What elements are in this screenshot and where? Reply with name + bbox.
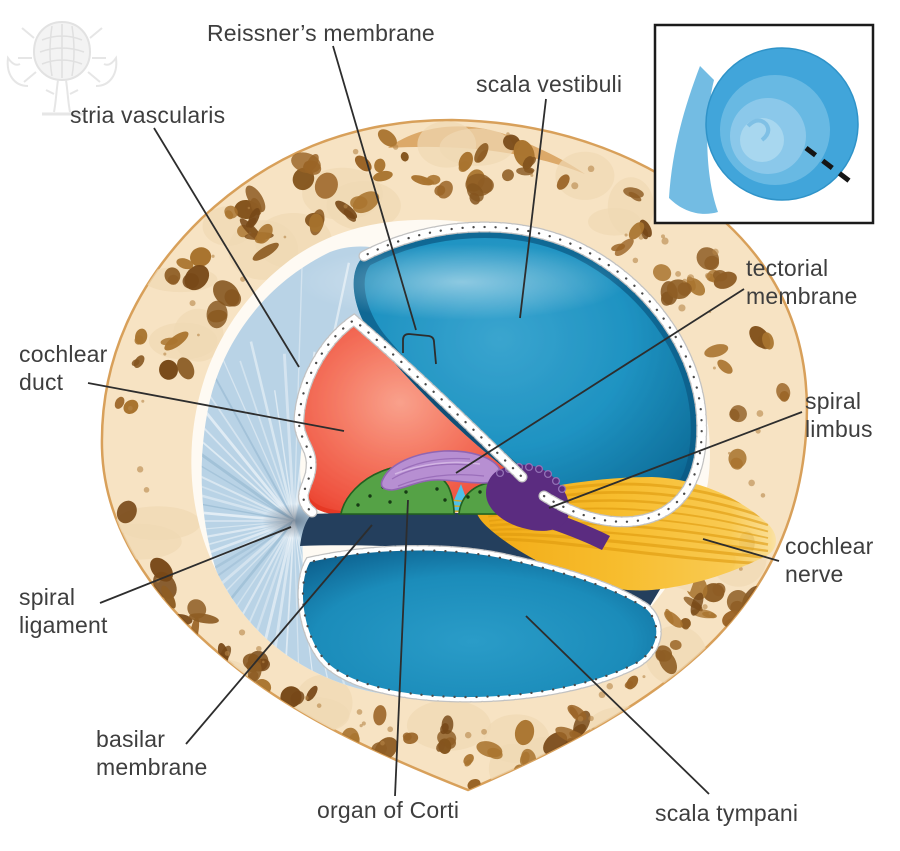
leader-basilar-membrane [185, 524, 373, 745]
label-tectorial-membrane: tectorial membrane [746, 255, 858, 309]
label-scala-vestibuli: scala vestibuli [476, 71, 623, 97]
label-basilar-membrane: basilar membrane [96, 726, 208, 780]
leader-spiral-ligament [99, 526, 292, 604]
leader-spiral-limbus [548, 411, 803, 509]
label-spiral-limbus: spiral limbus [805, 388, 873, 442]
leader-reissners-membrane [332, 45, 417, 331]
inset-spiral-swirl [746, 118, 771, 142]
vestibuli-highlight [297, 244, 627, 320]
leader-lines [87, 45, 803, 797]
label-organ-of-corti: organ of Corti [317, 797, 460, 823]
label-stria-vascularis: stria vascularis [70, 102, 226, 128]
leader-scala-vestibuli [519, 98, 547, 319]
reissners-membrane-bracket [402, 333, 437, 365]
leader-scala-tympani [525, 615, 710, 795]
label-scala-tympani: scala tympani [655, 800, 799, 826]
inset-cochlea-tail [669, 66, 718, 214]
leader-organ-of-corti [394, 499, 409, 797]
label-cochlear-nerve: cochlear nerve [785, 533, 874, 587]
label-spiral-ligament: spiral ligament [19, 584, 108, 638]
leader-tectorial-membrane [455, 288, 745, 474]
thistle-logo-watermark [6, 20, 118, 116]
dashed-section-line [804, 146, 858, 188]
leader-stria-vascularis [153, 127, 300, 368]
leader-cochlear-duct [87, 382, 345, 432]
label-reissners-membrane: Reissner’s membrane [207, 20, 435, 46]
cochlea-overview-inset [653, 23, 875, 225]
label-cochlear-duct: cochlear duct [19, 341, 108, 395]
leader-cochlear-nerve [702, 538, 780, 562]
